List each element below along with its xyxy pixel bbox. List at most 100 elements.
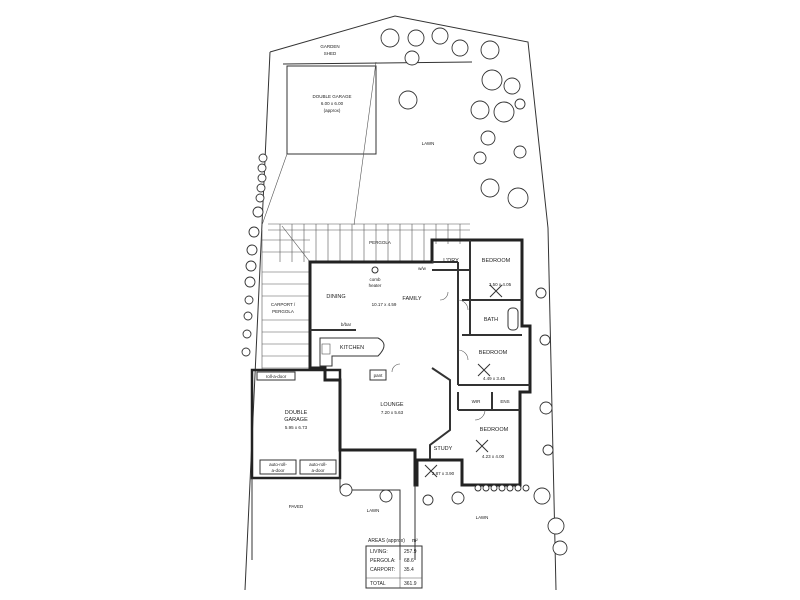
comb-heater-label-2: heater — [369, 283, 382, 288]
areas-row-label: LIVING: — [370, 549, 388, 555]
kitchen-bench — [319, 337, 385, 367]
front-garage-label-2: GARAGE — [284, 417, 308, 423]
tree-icon — [451, 491, 465, 505]
bed2-label: BEDROOM — [479, 350, 508, 356]
roll-a-door-side — [256, 371, 296, 381]
tree-icon — [503, 77, 521, 95]
lawn-front-right-label: LAWN — [476, 515, 489, 520]
rear-garage-size: 6.00 x 6.00 — [321, 101, 344, 106]
garden-shed-label: GARDEN — [320, 44, 339, 49]
areas-total-value: 361.9 — [404, 581, 417, 587]
tree-icon — [480, 40, 500, 60]
tree-icon — [493, 101, 515, 123]
tree-icon — [398, 90, 418, 110]
areas-title: AREAS (approx) — [368, 538, 405, 544]
ldry-label: L'DRY — [443, 258, 459, 264]
bed1-label: BEDROOM — [482, 258, 511, 264]
pergola-label: PERGOLA — [369, 240, 391, 245]
tree-icon — [339, 483, 353, 497]
areas-total-label: TOTAL — [370, 581, 386, 587]
tree-icon — [539, 334, 551, 346]
bed3-label: BEDROOM — [480, 427, 509, 433]
wir-label: WIR — [472, 399, 481, 404]
areas-row-label: PERGOLA: — [370, 558, 396, 564]
dining-label: DINING — [326, 294, 345, 300]
areas-row-value: 35.4 — [404, 567, 414, 573]
ww-label: w/w — [418, 266, 427, 271]
tree-icon — [514, 98, 526, 110]
shrub-row-front — [474, 484, 530, 492]
areas-row-value: 257.9 — [404, 549, 417, 555]
auto-door-left — [259, 459, 297, 475]
lounge-label: LOUNGE — [380, 402, 404, 408]
carport-label: CARPORT / — [271, 302, 296, 307]
tree-icon — [481, 69, 503, 91]
auto-door-left-label-2: a-door — [271, 468, 285, 473]
tree-icon — [533, 487, 551, 505]
tree-icon — [539, 401, 553, 415]
bath-label: BATH — [484, 317, 498, 323]
roll-a-door-label: roll-a-door — [266, 374, 287, 379]
bath-tub — [507, 307, 519, 331]
tree-icon — [507, 187, 529, 209]
tree-icon — [404, 50, 420, 66]
carport-label-2: PERGOLA — [272, 309, 294, 314]
tree-icon — [535, 287, 547, 299]
paved-label: PAVED — [289, 504, 304, 509]
tree-icon — [431, 27, 449, 45]
auto-door-right-label: auto-roll- — [309, 462, 327, 467]
driveway-line — [261, 61, 377, 226]
kitchen-label: KITCHEN — [340, 345, 364, 351]
tree-icon — [547, 517, 565, 535]
property-boundary — [244, 15, 557, 591]
study-size: 2.87 x 3.90 — [432, 471, 455, 476]
interior-walls — [310, 240, 530, 460]
tree-icon — [407, 29, 425, 47]
brbar-label: b/bar — [341, 322, 352, 327]
rear-garage-approx: (approx) — [324, 108, 341, 113]
comb-heater-icon — [371, 266, 379, 274]
ens-label: ENS — [500, 399, 509, 404]
comb-heater-label: comb — [369, 277, 381, 282]
tree-canopy-group — [339, 27, 568, 556]
lounge-size: 7.20 x 5.63 — [381, 410, 404, 415]
auto-door-right — [299, 459, 337, 475]
shed-line — [282, 61, 473, 65]
areas-table: AREAS (approx) m² LIVING: 257.9 PERGOLA:… — [365, 538, 423, 589]
areas-unit: m² — [412, 538, 418, 544]
tree-icon — [422, 494, 434, 506]
tree-icon — [480, 130, 496, 146]
front-path — [251, 478, 416, 560]
front-garage-size: 5.95 x 6.73 — [285, 425, 308, 430]
auto-door-right-label-2: a-door — [311, 468, 325, 473]
areas-row-label: CARPORT: — [370, 567, 395, 573]
study-label: STUDY — [434, 446, 453, 452]
front-garage-label: DOUBLE — [285, 410, 308, 416]
tree-icon — [542, 444, 554, 456]
bed2-size: 4.49 x 3.45 — [483, 376, 506, 381]
pantry — [369, 369, 387, 381]
kitchen-sink — [321, 343, 331, 355]
ceiling-fan-markers — [424, 284, 503, 478]
tree-icon — [470, 100, 490, 120]
tree-icon — [552, 540, 568, 556]
areas-row-value: 68.6 — [404, 558, 414, 564]
family-label: FAMILY — [402, 296, 421, 302]
lawn-front-left-label: LAWN — [367, 508, 380, 513]
house-exterior-wall — [308, 238, 532, 487]
pant-label: pant — [374, 373, 384, 378]
tree-icon — [480, 178, 500, 198]
front-garage — [250, 368, 342, 480]
door-swings — [391, 291, 486, 421]
bed1-size: 3.50 x 4.05 — [489, 282, 512, 287]
tree-icon — [451, 39, 469, 57]
tree-icon — [513, 145, 527, 159]
family-size: 10.17 x 4.59 — [372, 302, 397, 307]
rear-garage — [286, 65, 377, 155]
auto-door-left-label: auto-roll- — [269, 462, 287, 467]
garden-shed-label-2: SHED — [324, 51, 337, 56]
rear-garage-label: DOUBLE GARAGE — [312, 94, 351, 99]
lawn-rear-label: LAWN — [422, 141, 435, 146]
tree-icon — [473, 151, 487, 165]
